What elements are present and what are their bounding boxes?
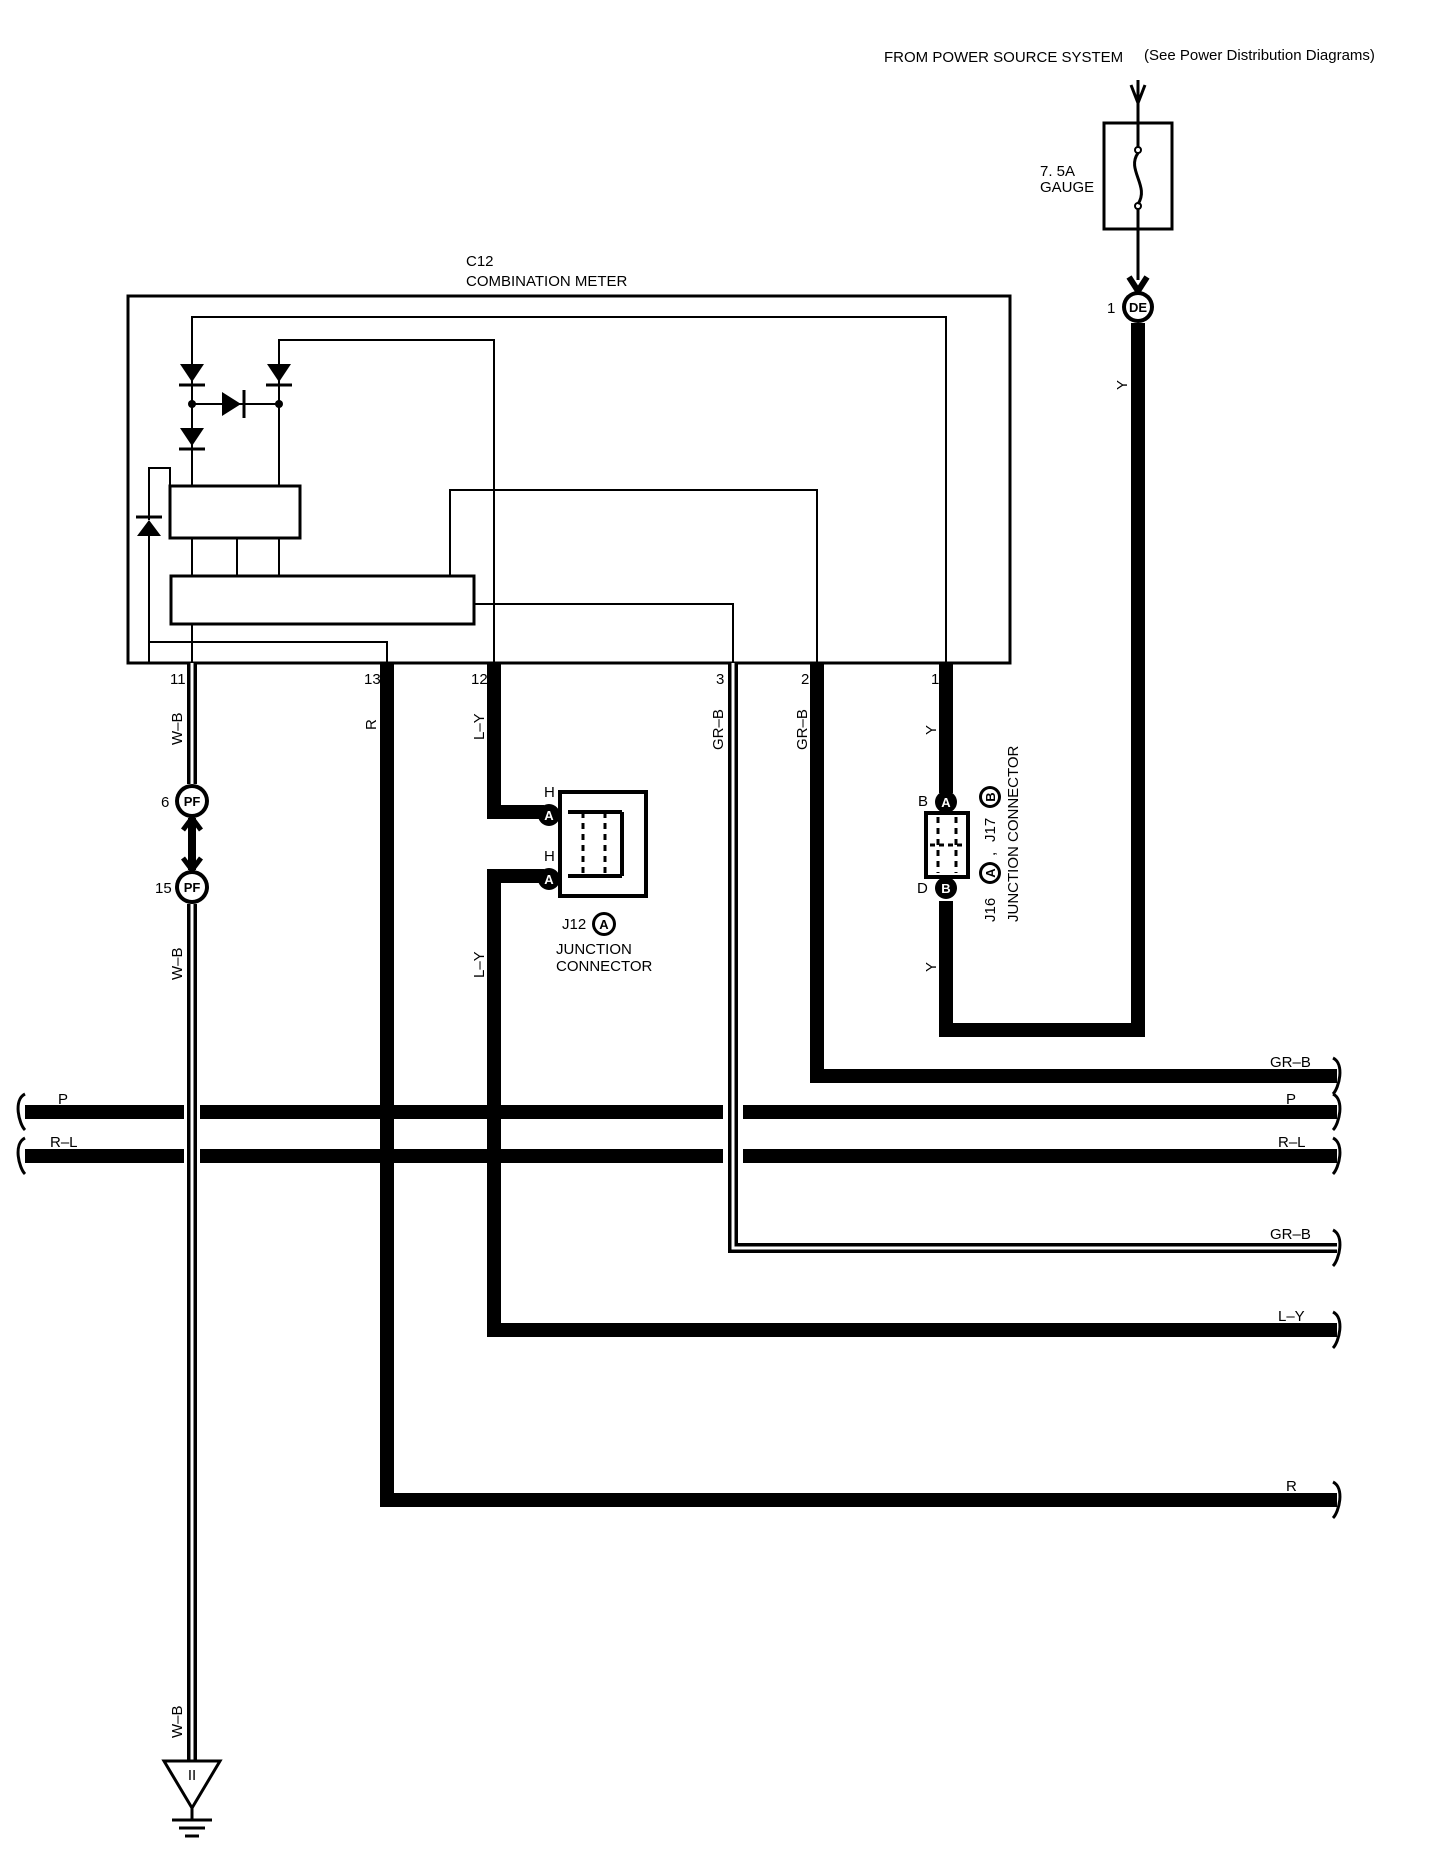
wire-y-pin1: Y Y [923,663,953,1030]
j16-j17-junction-connector: A B B D J16 A , J17 B JUNCTION CONNECTOR [917,745,1022,922]
j16-separator: , [982,852,999,856]
meter-ic-lower [169,574,476,626]
wire-grb-3-label-right: GR–B [1270,1226,1311,1243]
j12-code-circle: A [599,917,609,932]
wire-wb: W–B W–B W–B [169,663,197,1775]
wire-p: P P [16,1091,1342,1132]
wire-y-label-top: Y [1114,380,1131,390]
fuse-rating: 7. 5A [1040,163,1075,180]
pin-11: 11 [170,671,186,688]
pin-3: 3 [716,671,724,688]
diode-icon [179,428,205,451]
wire-p-label-right: P [1286,1091,1296,1108]
fuse-icon [1133,152,1143,205]
wire-grb-2-label-right: GR–B [1270,1054,1311,1071]
power-source: FROM POWER SOURCE SYSTEM (See Power Dist… [884,47,1375,108]
diode-icon [222,390,246,418]
pf-code-top: PF [184,794,201,809]
pf-pin-bottom: 15 [155,880,172,897]
wire-wb-label-1: W–B [169,712,186,745]
j16-pin-b: B [918,793,928,810]
wire-wb-label-2: W–B [169,947,186,980]
pf-code-bottom: PF [184,880,201,895]
j16-code-circle: A [983,868,998,878]
j12-pin-h-bottom: H [544,848,555,865]
j12-name-1: JUNCTION [556,941,632,958]
wire-y-label-3: Y [923,962,940,972]
j17-code-circle: B [983,792,998,801]
j16-circle-b: B [941,881,950,896]
fuse-name: GAUGE [1040,179,1094,196]
combination-meter: C12 COMBINATION METER [126,253,1012,688]
meter-ic-upper [168,484,302,540]
meter-box [126,294,1012,665]
wire-grb-2: GR–B GR–B [794,663,1342,1096]
meter-name: COMBINATION METER [466,273,628,290]
wire-r-label-right: R [1286,1478,1297,1495]
j16-code: J16 [982,898,999,922]
pin-2: 2 [801,671,809,688]
wire-rl-label-left: R–L [50,1134,78,1151]
j16-pin-d: D [917,880,928,897]
diode-icon [266,364,292,387]
crossings [184,1103,743,1165]
j16-name: JUNCTION CONNECTOR [1005,745,1022,922]
diode-icon [179,364,205,387]
connector-pf: PF 6 PF 15 [155,784,209,904]
j12-circle-top: A [544,808,554,823]
ground-icon: II [161,1759,223,1838]
pin-1: 1 [931,671,939,688]
j12-junction-connector: A A H H J12 A JUNCTION CONNECTOR [538,784,653,975]
wire-y-label-2: Y [923,725,940,735]
wire-ly: L–Y L–Y L–Y [471,663,1342,1350]
wire-ly-label-mid: L–Y [471,951,488,978]
wire-ly-label-top: L–Y [471,713,488,740]
wire-y: Y [939,323,1145,1037]
j16-circle-a: A [941,795,951,810]
wire-rl-label-right: R–L [1278,1134,1306,1151]
power-source-note: (See Power Distribution Diagrams) [1144,47,1375,64]
diode-icon [136,515,162,536]
j12-code: J12 [562,916,586,933]
j12-circle-bottom: A [544,872,554,887]
j12-pin-h-top: H [544,784,555,801]
wire-wb-label-3: W–B [169,1705,186,1738]
wire-r-label-top: R [363,719,380,730]
pf-pin-top: 6 [161,794,169,811]
pin-12: 12 [471,671,488,688]
ground-code: II [188,1767,196,1784]
wire-r: R R [363,663,1342,1520]
de-code: DE [1129,300,1147,315]
wire-grb-2-label-top: GR–B [794,709,811,750]
wire-ly-label-right: L–Y [1278,1308,1305,1325]
wire-grb-3-label-top: GR–B [710,709,727,750]
connector-de: DE 1 [1107,275,1154,323]
wire-p-label-left: P [58,1091,68,1108]
j17-code: J17 [982,818,999,842]
power-source-label: FROM POWER SOURCE SYSTEM [884,49,1123,66]
de-pin: 1 [1107,300,1115,317]
pin-13: 13 [364,671,381,688]
meter-code: C12 [466,253,494,270]
j12-name-2: CONNECTOR [556,958,653,975]
wire-grb-3: GR–B GR–B [710,663,1342,1268]
wire-rl: R–L R–L [16,1134,1342,1176]
fuse-gauge: 7. 5A GAUGE [1040,103,1174,280]
